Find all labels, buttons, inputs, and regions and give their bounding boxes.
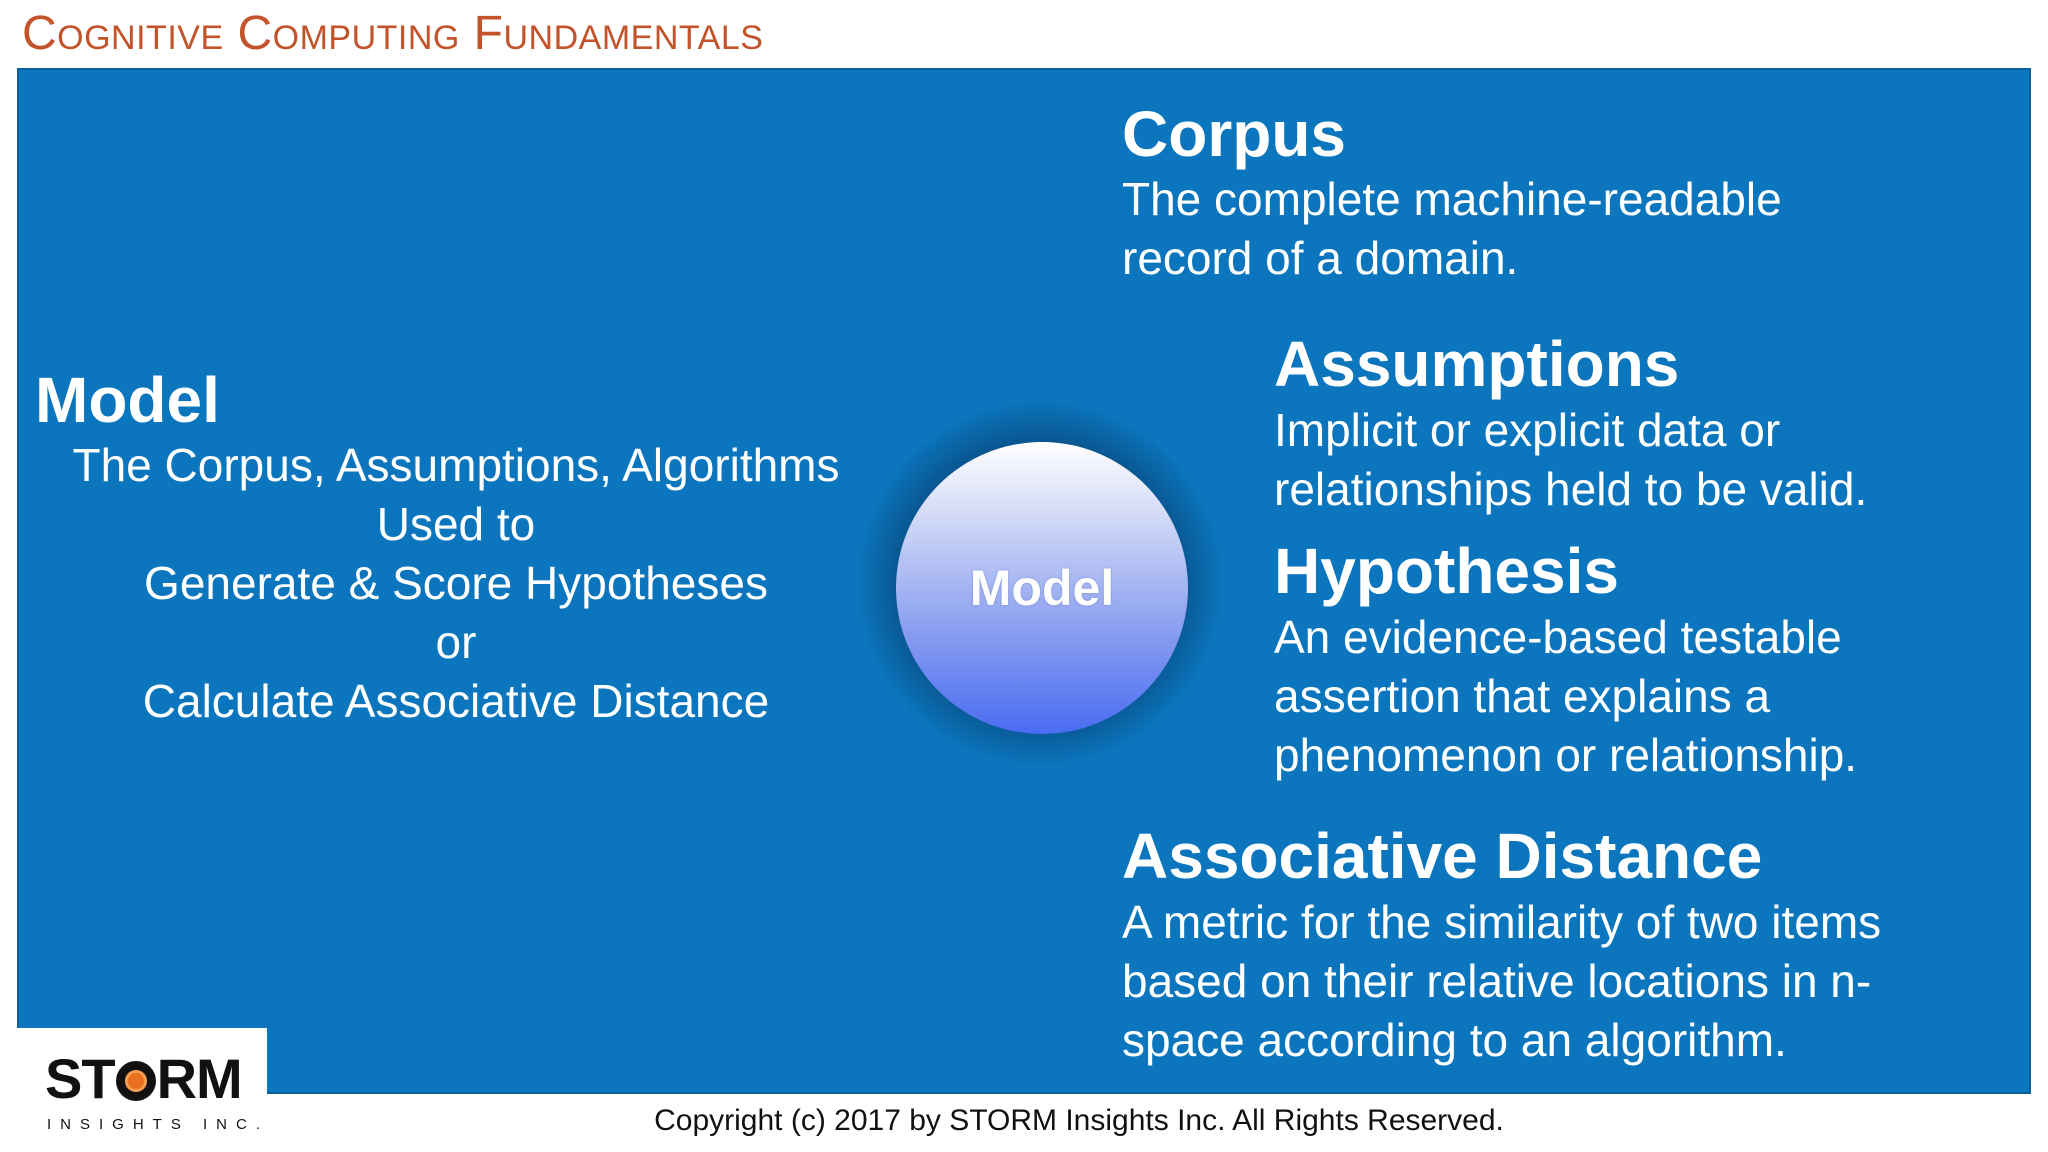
storm-logo-wordmark: ST RM (45, 1046, 243, 1111)
associative-distance-description-line: based on their relative locations in n- (1122, 955, 1872, 1007)
model-sphere: Model (896, 442, 1188, 734)
assumptions-description-line: relationships held to be valid. (1274, 463, 1868, 515)
assumptions-heading: Assumptions (1274, 328, 1680, 400)
associative-distance-heading: Associative Distance (1122, 820, 1763, 892)
corpus-heading: Corpus (1122, 98, 1346, 170)
model-description-line: or (435, 616, 477, 668)
corpus-description: The complete machine-readable record of … (1122, 170, 1782, 288)
copyright-notice: Copyright (c) 2017 by STORM Insights Inc… (654, 1104, 1504, 1137)
slide-title: Cognitive Computing Fundamentals (22, 7, 764, 60)
model-description-line: Used to (376, 498, 536, 550)
model-description-line: The Corpus, Assumptions, Algorithms (72, 439, 840, 491)
hypothesis-description-line: phenomenon or relationship. (1274, 729, 1858, 781)
storm-logo-text-left: ST (45, 1047, 116, 1110)
corpus-description-line: The complete machine-readable (1122, 173, 1782, 225)
associative-distance-description-line: space according to an algorithm. (1122, 1014, 1787, 1066)
storm-logo-o-icon (115, 1061, 156, 1101)
storm-logo: ST RM INSIGHTS INC. (17, 1028, 267, 1152)
hypothesis-description-line: An evidence-based testable (1274, 611, 1842, 663)
associative-distance-description: A metric for the similarity of two items… (1122, 893, 1881, 1070)
model-heading: Model (35, 364, 220, 436)
associative-distance-description-line: A metric for the similarity of two items (1122, 896, 1882, 948)
assumptions-description-line: Implicit or explicit data or (1274, 404, 1781, 456)
model-sphere-label: Model (969, 560, 1115, 616)
storm-logo-text-right: RM (156, 1047, 243, 1110)
model-description-line: Generate & Score Hypotheses (144, 557, 768, 609)
model-description-line: Calculate Associative Distance (142, 675, 770, 727)
hypothesis-description-line: assertion that explains a (1274, 670, 1771, 722)
model-description: The Corpus, Assumptions, Algorithms Used… (30, 436, 882, 731)
hypothesis-description: An evidence-based testable assertion tha… (1274, 608, 1857, 785)
assumptions-description: Implicit or explicit data or relationshi… (1274, 401, 1867, 519)
corpus-description-line: record of a domain. (1122, 232, 1519, 284)
storm-logo-tagline: INSIGHTS INC. (47, 1116, 270, 1133)
hypothesis-heading: Hypothesis (1274, 535, 1619, 607)
